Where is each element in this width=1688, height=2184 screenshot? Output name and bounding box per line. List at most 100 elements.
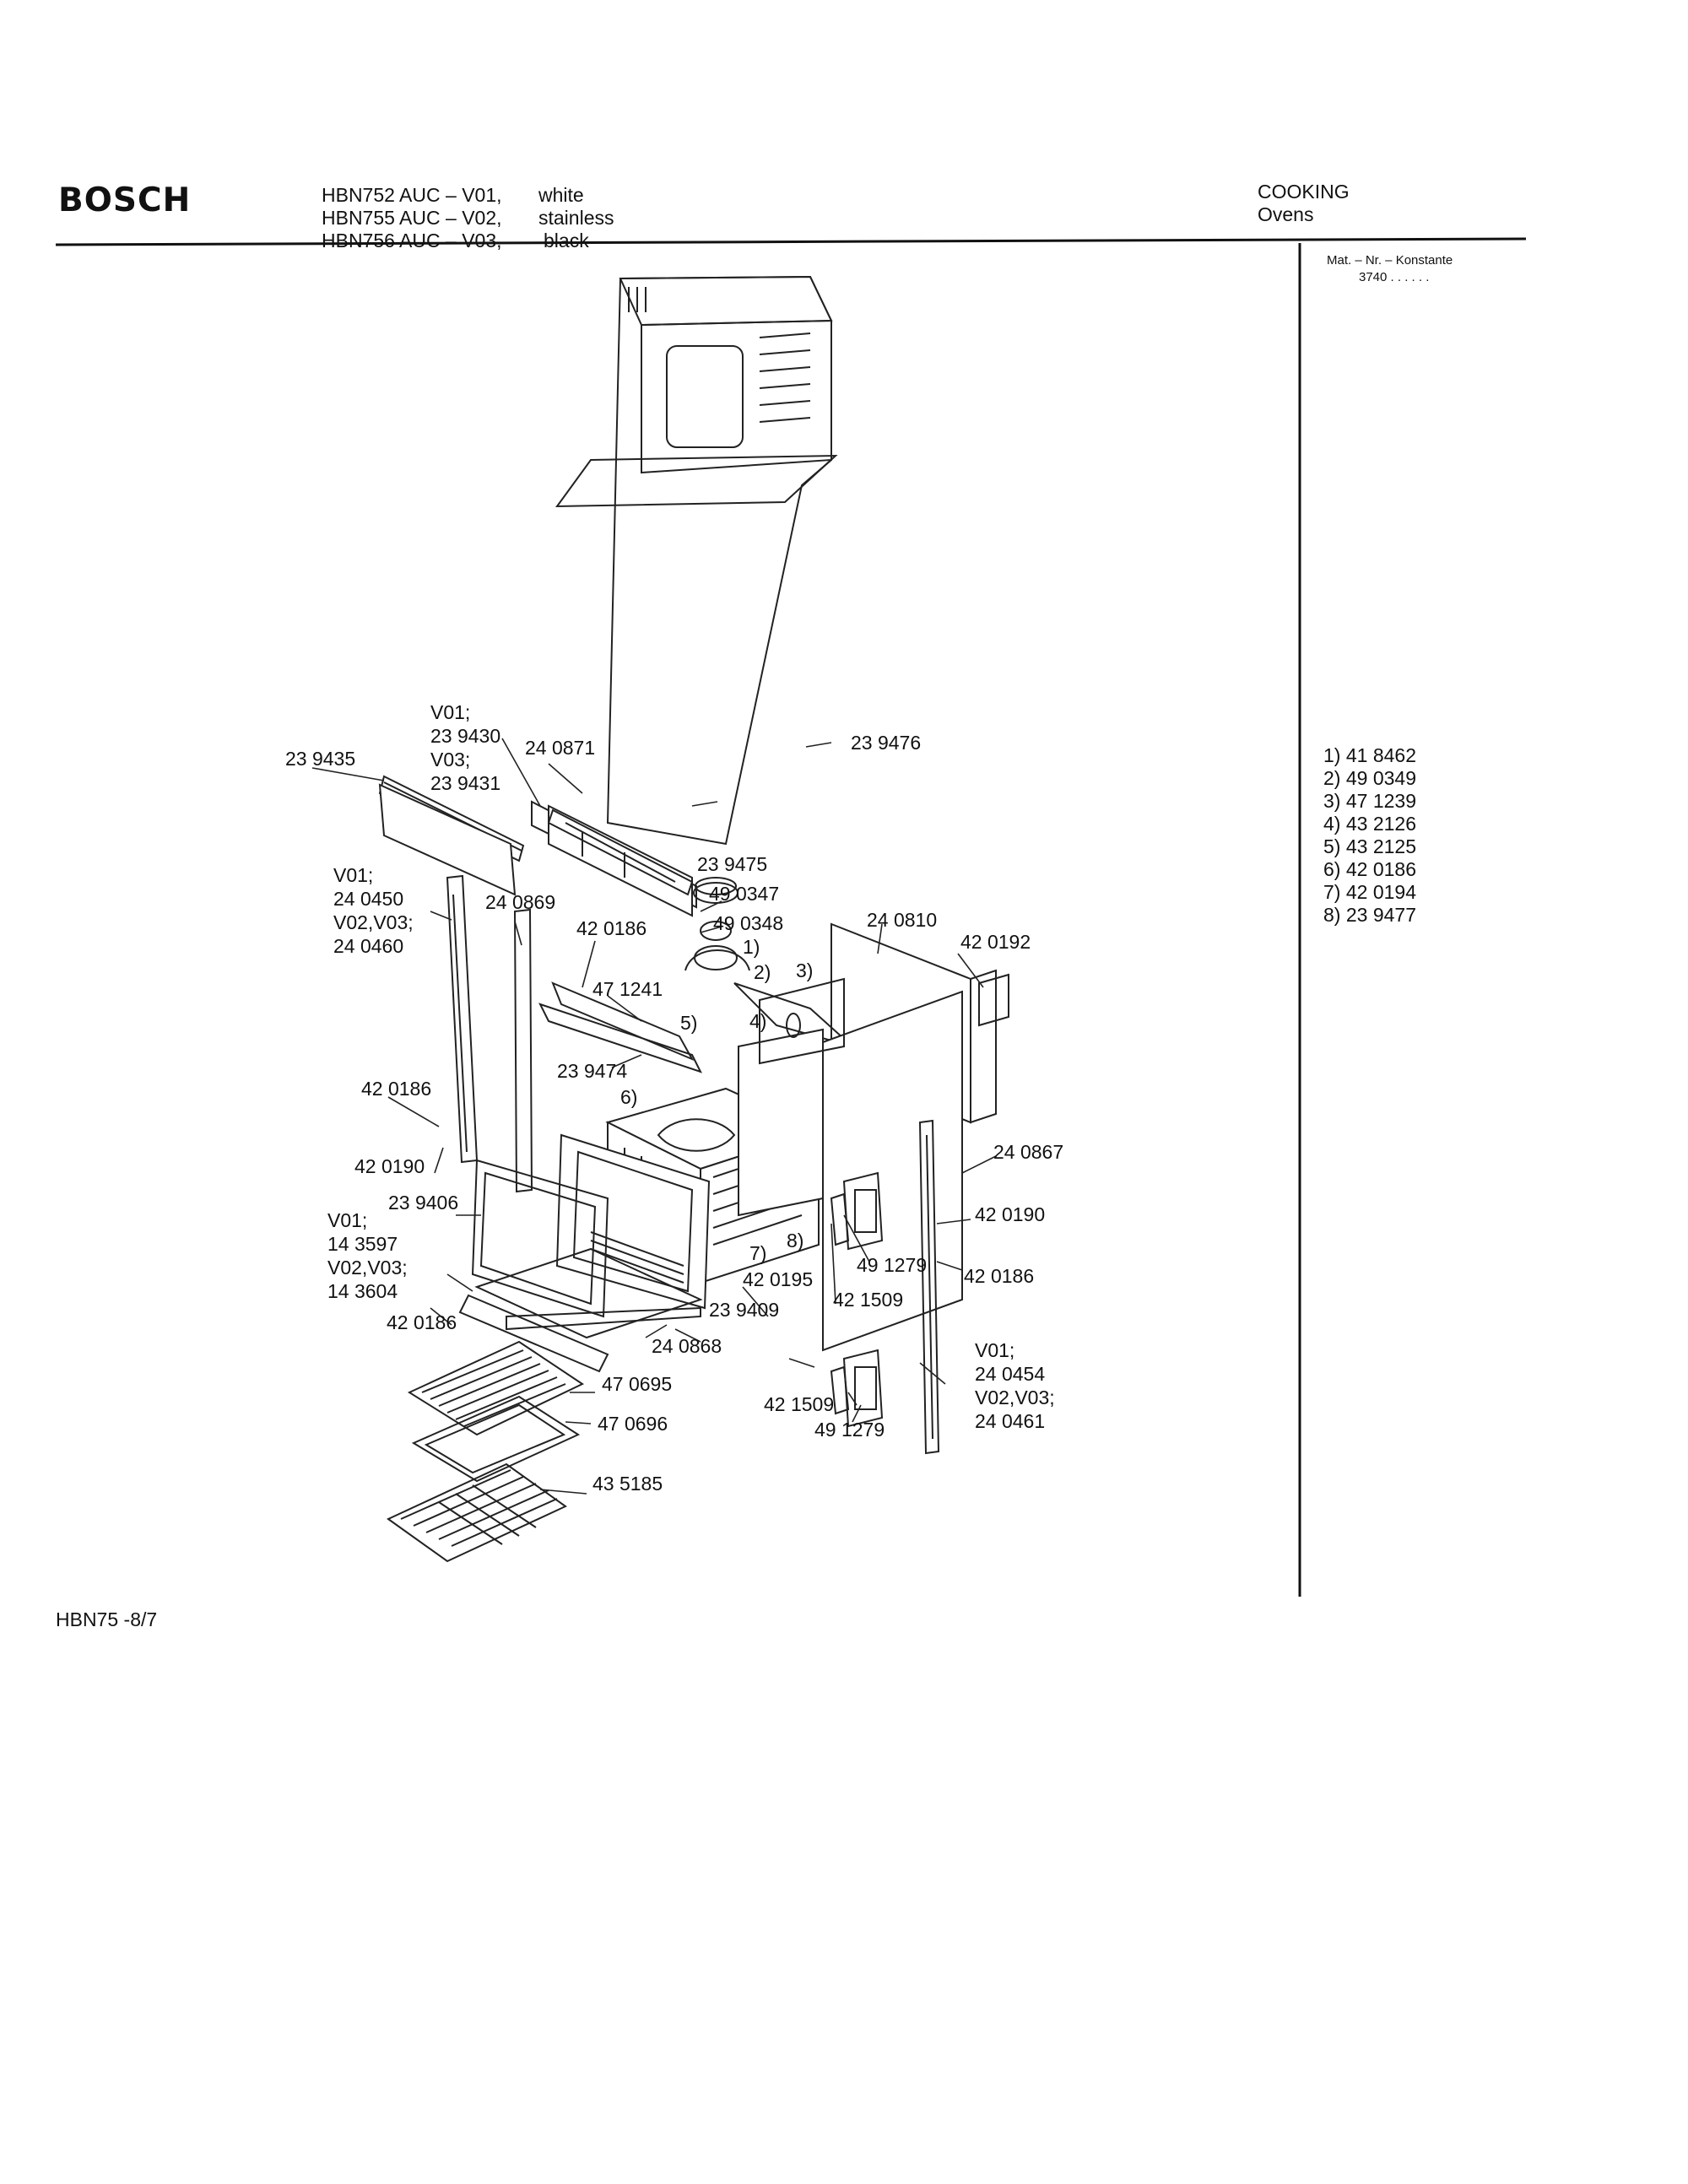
callout-label: 47 0696	[598, 1413, 668, 1435]
parts-list-item: 2) 49 0349	[1323, 767, 1416, 789]
parts-list-item: 6) 42 0186	[1323, 858, 1416, 880]
parts-list-item: 1) 41 8462	[1323, 744, 1416, 766]
oven-rack	[407, 1340, 585, 1436]
callout-label: 2)	[754, 961, 771, 983]
right-side-rail	[918, 1119, 940, 1455]
parts-list-item: 5) 43 2125	[1323, 835, 1416, 857]
callout-label: 24 0867	[993, 1141, 1064, 1163]
hinge-bracket	[830, 1171, 884, 1251]
oven-parts	[378, 275, 1009, 1563]
header-rule	[55, 237, 1527, 246]
right-side-housing	[733, 922, 1009, 1352]
category-block: COOKING Ovens	[1258, 181, 1350, 226]
model-color: black	[544, 230, 589, 251]
callout-label: 23 9474	[557, 1060, 628, 1082]
callout-label: 24 0454	[975, 1363, 1046, 1385]
callout-label: 43 5185	[592, 1473, 663, 1495]
wire-rack	[387, 1462, 567, 1563]
callout-label: 24 0869	[485, 891, 556, 913]
hinge-bracket	[830, 1349, 884, 1428]
callout-label: 23 9430	[430, 725, 501, 747]
left-inner-panel	[513, 908, 533, 1193]
callout-label: 1)	[743, 936, 760, 958]
parts-list-item: 4) 43 2126	[1323, 813, 1416, 835]
callout-label: 23 9406	[388, 1192, 459, 1214]
callout-label: V02,V03;	[333, 911, 414, 933]
callout-label: 14 3597	[327, 1233, 398, 1255]
callout-label: 24 0450	[333, 888, 404, 910]
callout-label: 49 0347	[709, 883, 780, 905]
fan-hub	[700, 921, 732, 941]
callout-label: 49 1279	[857, 1254, 928, 1276]
callout-label: 24 0871	[525, 737, 596, 759]
callout-label: 6)	[620, 1086, 638, 1108]
callout-label: 23 9431	[430, 772, 501, 794]
callout-label: V01;	[333, 864, 374, 886]
bottom-tray	[474, 1247, 703, 1339]
parts-list-item: 8) 23 9477	[1323, 904, 1416, 926]
callout-label: V02,V03;	[975, 1387, 1055, 1408]
parts-list: 1) 41 8462 2) 49 0349 3) 47 1239 4) 43 2…	[1323, 744, 1416, 927]
back-frame	[471, 1159, 609, 1318]
callout-label: 24 0868	[652, 1335, 722, 1357]
brand-logo: BOSCH	[58, 181, 192, 219]
left-side-rail	[446, 874, 479, 1164]
fan-bracket	[684, 949, 750, 971]
callout-label: 3)	[796, 960, 814, 981]
callout-label: 42 0186	[387, 1311, 457, 1333]
callout-label: 23 9435	[285, 748, 356, 770]
callout-label: 7)	[749, 1242, 767, 1264]
callout-label: 8)	[787, 1230, 804, 1251]
mat-label: Mat. – Nr. – Konstante	[1327, 253, 1453, 268]
right-side-rail	[926, 1134, 933, 1440]
callout-label: 5)	[680, 1012, 698, 1034]
model-color: white	[538, 184, 584, 206]
model-name: HBN756 AUC – V03,	[322, 230, 502, 251]
model-row: HBN752 AUC – V01, white	[322, 184, 614, 207]
leader-lines	[311, 738, 997, 1495]
callout-label: 24 0461	[975, 1410, 1046, 1432]
callout-label: V01;	[327, 1209, 368, 1231]
fan-disc	[695, 877, 737, 895]
callout-label: V03;	[430, 749, 471, 770]
parts-list-item: 3) 47 1239	[1323, 790, 1416, 812]
callout-label: 42 0190	[354, 1155, 425, 1177]
callout-label: 49 0348	[713, 912, 784, 934]
callout-label: 23 9409	[709, 1299, 780, 1321]
callout-label: V01;	[975, 1339, 1015, 1361]
category: COOKING	[1258, 181, 1350, 203]
callout-label: 47 0695	[602, 1373, 673, 1395]
callout-label: V01;	[430, 701, 471, 723]
callout-label: 42 0186	[361, 1078, 432, 1100]
callout-label: 23 9476	[851, 732, 922, 754]
oven-top-housing	[555, 275, 838, 846]
callout-label: 47 1241	[592, 978, 663, 1000]
model-name: HBN752 AUC – V01,	[322, 184, 502, 206]
page-reference: HBN75 -8/7	[56, 1608, 158, 1630]
back-frame	[479, 1171, 597, 1306]
callout-label: 23 9475	[697, 853, 768, 875]
callout-label: 49 1279	[814, 1419, 885, 1441]
callout-label: 42 0195	[743, 1268, 814, 1290]
parts-list-item: 7) 42 0194	[1323, 881, 1416, 903]
model-row: HBN755 AUC – V02, stainless	[322, 207, 614, 230]
callout-label: 14 3604	[327, 1280, 398, 1302]
mat-value: 3740 . . . . . .	[1359, 270, 1430, 284]
model-name: HBN755 AUC – V02,	[322, 207, 502, 229]
broil-pan	[411, 1395, 581, 1483]
model-row: HBN756 AUC – V03, black	[322, 230, 614, 252]
bottom-trim	[458, 1294, 609, 1373]
model-list: HBN752 AUC – V01, white HBN755 AUC – V02,…	[322, 184, 614, 252]
bottom-tray-edge	[506, 1306, 701, 1331]
callout-label: 42 0186	[964, 1265, 1035, 1287]
callout-label: 4)	[749, 1010, 767, 1032]
callout-label: 42 0192	[960, 931, 1031, 953]
subcategory: Ovens	[1258, 203, 1314, 225]
callout-label: 42 0186	[576, 917, 647, 939]
callout-label: 42 0190	[975, 1203, 1046, 1225]
callout-label: 24 0810	[867, 909, 938, 931]
callout-label: V02,V03;	[327, 1257, 408, 1279]
callout-label: 42 1509	[833, 1289, 904, 1311]
model-color: stainless	[538, 207, 614, 229]
